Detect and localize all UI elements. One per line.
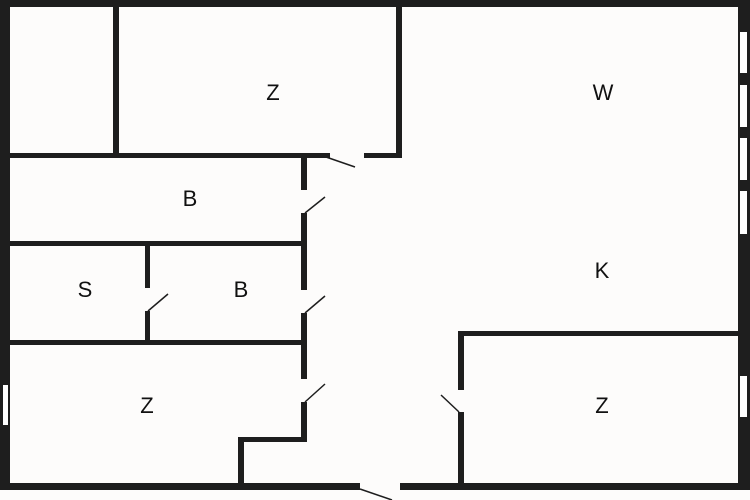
room-label: S: [78, 277, 93, 302]
wall: [145, 311, 150, 343]
wall: [238, 437, 307, 442]
door-swing: [359, 488, 393, 500]
room-label: W: [593, 80, 614, 105]
wall: [301, 402, 307, 442]
door-swing: [304, 196, 326, 214]
wall: [10, 241, 304, 246]
windows: [3, 32, 747, 425]
wall: [396, 7, 402, 158]
doors: [147, 156, 460, 500]
wall: [145, 244, 150, 288]
wall: [10, 153, 330, 158]
room-label: Z: [266, 80, 279, 105]
door-swing: [440, 394, 460, 413]
window: [740, 32, 747, 73]
wall: [301, 155, 307, 190]
window: [740, 85, 747, 127]
wall: [238, 437, 244, 485]
outer-wall-top: [0, 0, 750, 7]
window: [3, 385, 8, 425]
room-label: Z: [140, 393, 153, 418]
room-label: Z: [595, 393, 608, 418]
wall: [458, 412, 464, 485]
room-label: K: [595, 258, 610, 283]
room-label: B: [234, 277, 249, 302]
window: [740, 191, 747, 234]
outer-wall-bottom-right: [400, 483, 750, 490]
window: [740, 376, 747, 417]
wall: [113, 7, 119, 157]
door-swing: [147, 293, 169, 312]
wall: [301, 213, 307, 290]
door-swing: [325, 156, 356, 168]
wall: [10, 340, 304, 345]
wall: [301, 313, 307, 379]
outer-wall-left: [0, 0, 10, 490]
room-labels: Z W B S B K Z Z: [78, 80, 614, 418]
door-swing: [304, 295, 326, 314]
wall: [458, 331, 738, 336]
outer-wall-bottom-left: [0, 483, 360, 490]
window: [740, 138, 747, 180]
room-label: B: [183, 186, 198, 211]
wall: [364, 153, 402, 158]
wall: [458, 332, 464, 390]
door-swing: [304, 383, 326, 403]
